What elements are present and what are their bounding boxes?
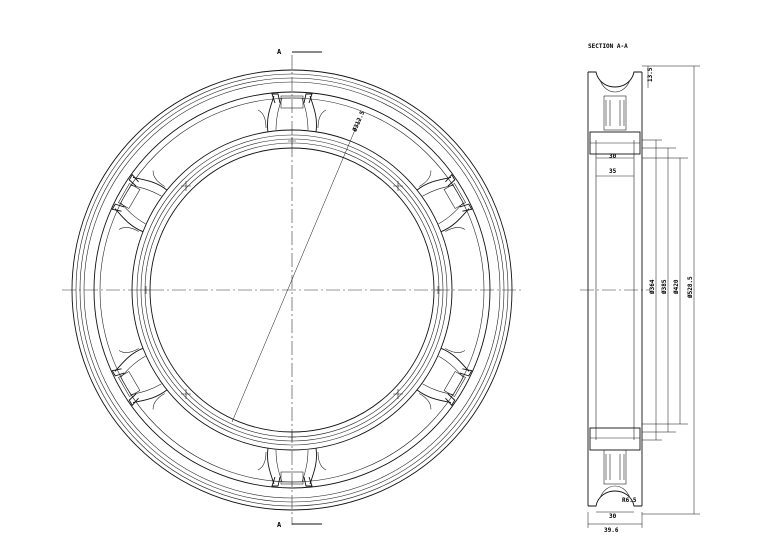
top-groove-inner (599, 79, 631, 93)
outer-rim-circle-4 (83, 81, 501, 499)
dim-overall-width: 39.6 (604, 527, 619, 534)
outer-rim-circle-2 (75, 73, 509, 507)
front-view: Ø312.5 A A (62, 48, 522, 529)
bottom-spoke-section (603, 449, 627, 485)
rim-inner-circle (93, 91, 491, 489)
dimension-lines (647, 66, 695, 514)
top-groove (588, 71, 642, 88)
section-marker-top: A (277, 48, 282, 56)
hub-outer-circle (131, 129, 453, 451)
hole-marker (288, 137, 296, 145)
hole-marker (434, 286, 442, 294)
dim-inner-a: 30 (609, 153, 617, 160)
hole-marker (181, 389, 191, 399)
dim-dia-2: Ø385 (661, 279, 668, 295)
spoke (416, 347, 473, 410)
diameter-leader (231, 117, 361, 423)
spoke (111, 170, 168, 233)
hole-marker (142, 286, 150, 294)
extension-lines (642, 65, 700, 515)
dim-bottom-a: 30 (609, 513, 617, 520)
section-title: SECTION A-A (588, 43, 628, 50)
spoke (257, 93, 327, 133)
dim-rim-height: 13.5 (647, 67, 654, 82)
section-view: SECTION A-A 13.5 30 (580, 43, 700, 534)
hole-marker (288, 433, 296, 441)
section-marker-bottom: A (277, 521, 282, 529)
width-dimension-line (587, 511, 643, 528)
outer-rim-circle-3 (79, 77, 505, 503)
top-spoke-hatch (605, 100, 625, 126)
diameter-note: Ø312.5 (351, 110, 366, 134)
bottom-hub-block (589, 427, 641, 451)
hub-hole-markers (142, 137, 442, 441)
hole-marker (393, 181, 403, 191)
bottom-groove (588, 490, 642, 507)
dim-dia-4: Ø528.5 (687, 276, 694, 299)
hub-circle-2 (136, 134, 448, 446)
dim-radius-note: R6.5 (622, 497, 637, 504)
spoke-set (111, 93, 473, 487)
dim-dia-3: Ø420 (673, 279, 680, 295)
outer-rim-circle (71, 69, 513, 511)
hole-marker (393, 389, 403, 399)
dim-inner-b: 35 (609, 168, 617, 175)
spoke (111, 347, 168, 410)
hole-marker (181, 181, 191, 191)
dim-dia-1: Ø364 (649, 279, 656, 295)
bottom-spoke-hatch (605, 454, 625, 480)
bottom-groove-inner (599, 485, 631, 499)
top-spoke-section (603, 95, 627, 131)
spoke (257, 447, 327, 487)
spoke (416, 170, 473, 233)
